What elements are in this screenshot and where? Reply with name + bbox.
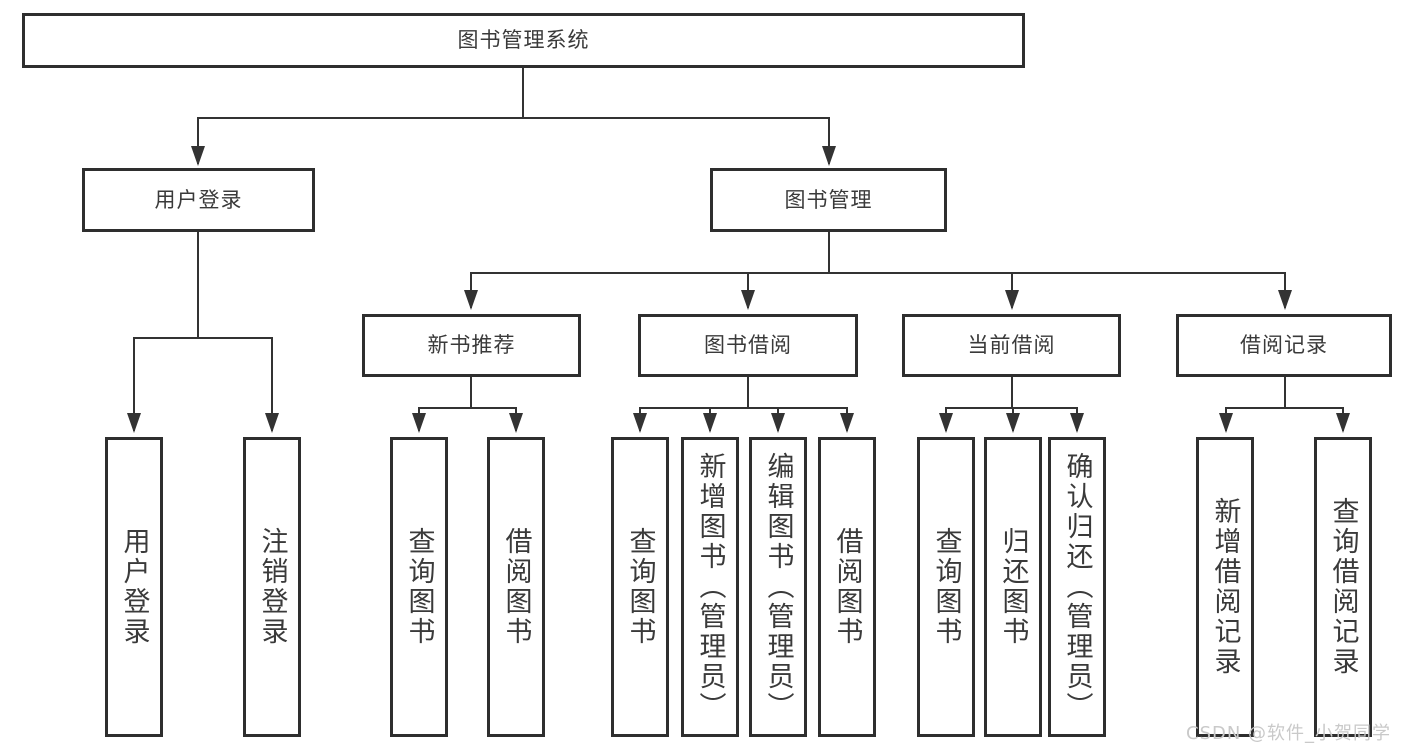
leaf-borrow-books-recommend: 借阅图书 bbox=[487, 437, 545, 737]
node-library-system: 图书管理系统 bbox=[22, 13, 1025, 68]
leaf-add-books-admin: 新增图书（管理员） bbox=[681, 437, 739, 737]
node-book-management: 图书管理 bbox=[710, 168, 947, 232]
node-user-login: 用户登录 bbox=[82, 168, 315, 232]
leaf-query-books-current: 查询图书 bbox=[917, 437, 975, 737]
node-book-borrowing: 图书借阅 bbox=[638, 314, 858, 377]
leaf-edit-books-admin: 编辑图书（管理员） bbox=[749, 437, 807, 737]
leaf-confirm-return-admin: 确认归还（管理员） bbox=[1048, 437, 1106, 737]
leaf-return-books: 归还图书 bbox=[984, 437, 1042, 737]
leaf-query-books-recommend: 查询图书 bbox=[390, 437, 448, 737]
leaf-user-login: 用户登录 bbox=[105, 437, 163, 737]
leaf-query-borrow-record: 查询借阅记录 bbox=[1314, 437, 1372, 737]
node-current-borrowing: 当前借阅 bbox=[902, 314, 1121, 377]
leaf-borrow-books-borrowing: 借阅图书 bbox=[818, 437, 876, 737]
leaf-query-books-borrowing: 查询图书 bbox=[611, 437, 669, 737]
node-borrowing-records: 借阅记录 bbox=[1176, 314, 1392, 377]
leaf-logout: 注销登录 bbox=[243, 437, 301, 737]
csdn-watermark: CSDN @软件_小贺同学 bbox=[1186, 723, 1392, 744]
leaf-add-borrow-record: 新增借阅记录 bbox=[1196, 437, 1254, 737]
node-new-book-recommend: 新书推荐 bbox=[362, 314, 581, 377]
